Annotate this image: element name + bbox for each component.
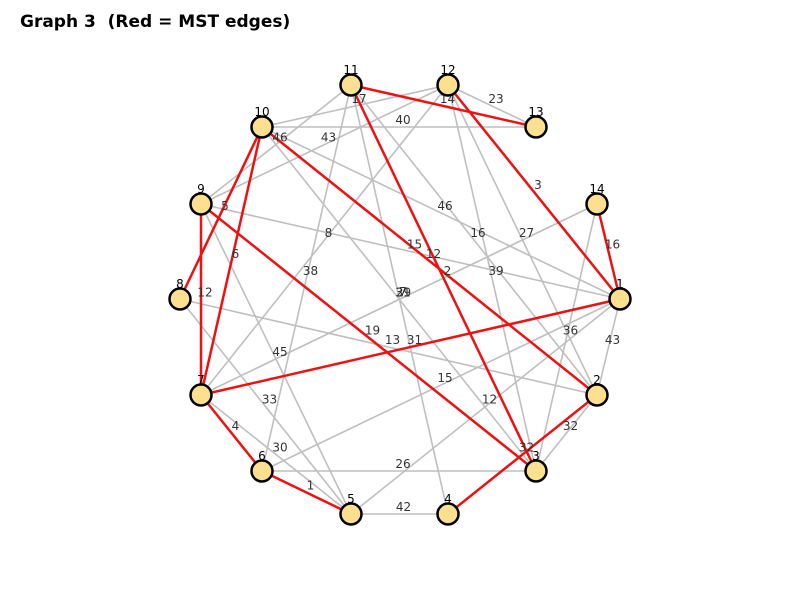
node-label: 7	[197, 373, 205, 387]
mst-edge-12-1	[447, 84, 621, 300]
edge-10-1	[261, 126, 621, 300]
edge-weight-label: 38	[303, 264, 318, 278]
edge-9-1	[200, 203, 621, 300]
edge-11-2	[350, 84, 598, 396]
edge-weight-label: 46	[437, 199, 452, 213]
edge-12-3	[447, 84, 537, 472]
node-label: 1	[616, 277, 624, 291]
node-10	[250, 115, 274, 139]
edge-weight-label: 15	[437, 371, 452, 385]
edge-7-5	[200, 394, 352, 515]
edge-weight-label: 36	[563, 324, 578, 338]
edge-weight-label: 12	[197, 286, 212, 300]
edges-layer	[178, 83, 622, 516]
edge-weight-label: 33	[262, 393, 277, 407]
edge-weight-label: 43	[321, 131, 336, 145]
edge-weight-label: 13	[385, 333, 400, 347]
edge-weight-label: 3	[534, 178, 542, 192]
edge-weight-label: 46	[272, 131, 287, 145]
edge-8-2	[179, 298, 598, 396]
node-label: 12	[440, 63, 455, 77]
edge-weight-label: 8	[325, 226, 333, 240]
edge-weight-label: 2	[444, 264, 452, 278]
edge-weight-label: 23	[488, 92, 503, 106]
edge-weight-label: 27	[519, 226, 534, 240]
edge-weight-label: 29	[396, 286, 411, 300]
edge-weight-label: 31	[395, 286, 410, 300]
node-9	[189, 192, 213, 216]
node-2	[585, 383, 609, 407]
edge-weight-label: 30	[272, 441, 287, 455]
edge-weight-label: 40	[395, 113, 410, 127]
node-label: 11	[343, 63, 358, 77]
node-label: 5	[347, 492, 355, 506]
edge-14-7	[200, 203, 598, 396]
node-label: 9	[197, 182, 205, 196]
mst-edge-7-1	[200, 297, 621, 397]
node-label: 8	[176, 277, 184, 291]
edge-weight-label: 31	[407, 333, 422, 347]
edge-9-12	[200, 84, 449, 205]
node-label: 10	[254, 105, 269, 119]
mst-edge-4-2	[447, 394, 598, 515]
edge-8-5	[179, 298, 352, 515]
mst-edge-11-13	[350, 83, 537, 129]
edge-weight-label: 43	[605, 333, 620, 347]
edge-5-1	[350, 298, 621, 515]
node-3	[524, 459, 548, 483]
node-label: 6	[258, 449, 266, 463]
edge-weight-label: 4	[232, 419, 240, 433]
edge-weight-label: 12	[482, 393, 497, 407]
edge-weight-label: 7	[399, 285, 407, 299]
edge-weight-label: 42	[396, 500, 411, 514]
node-1	[608, 287, 632, 311]
node-4	[436, 502, 460, 526]
edge-weight-label: 5	[221, 199, 229, 213]
mst-edge-11-3	[349, 84, 538, 472]
node-5	[339, 502, 363, 526]
edge-weight-label: 32	[519, 441, 534, 455]
mst-edge-9-3	[200, 203, 537, 472]
edge-14-3	[535, 203, 598, 472]
mst-edge-14-1	[595, 203, 622, 300]
edge-weight-label: 39	[488, 264, 503, 278]
edge-weight-label: 16	[470, 226, 485, 240]
edge-2-3	[535, 394, 598, 472]
mst-edge-10-8	[178, 126, 264, 300]
mst-edge-6-5	[261, 469, 352, 516]
edge-weight-label: 19	[365, 324, 380, 338]
node-12	[436, 73, 460, 97]
edge-6-1	[261, 298, 621, 472]
edge-7-12	[200, 84, 449, 396]
edge-weight-label: 32	[563, 419, 578, 433]
edge-12-13	[447, 84, 537, 128]
mst-edge-10-2	[261, 126, 598, 396]
edge-weight-label: 26	[395, 457, 410, 471]
edge-weight-label: 45	[272, 345, 287, 359]
node-6	[250, 459, 274, 483]
edge-weight-label: 6	[232, 247, 240, 261]
edge-weight-label: 16	[605, 238, 620, 252]
edge-weight-label: 15	[407, 238, 422, 252]
node-7	[189, 383, 213, 407]
node-label: 13	[528, 105, 543, 119]
node-label: 3	[532, 449, 540, 463]
mst-edge-10-7	[199, 126, 264, 396]
edge-weight-label: 1	[307, 479, 315, 493]
node-label: 2	[593, 373, 601, 387]
edge-6-11	[261, 84, 352, 472]
node-14	[585, 192, 609, 216]
edge-weight-label: 12	[426, 247, 441, 261]
node-label: 4	[444, 492, 452, 506]
edge-1-2	[596, 298, 621, 396]
graph-title: Graph 3 (Red = MST edges)	[20, 12, 291, 32]
node-13	[524, 115, 548, 139]
node-8	[168, 287, 192, 311]
node-label: 14	[589, 182, 604, 196]
node-11	[339, 73, 363, 97]
mst-edge-7-6	[200, 394, 263, 472]
